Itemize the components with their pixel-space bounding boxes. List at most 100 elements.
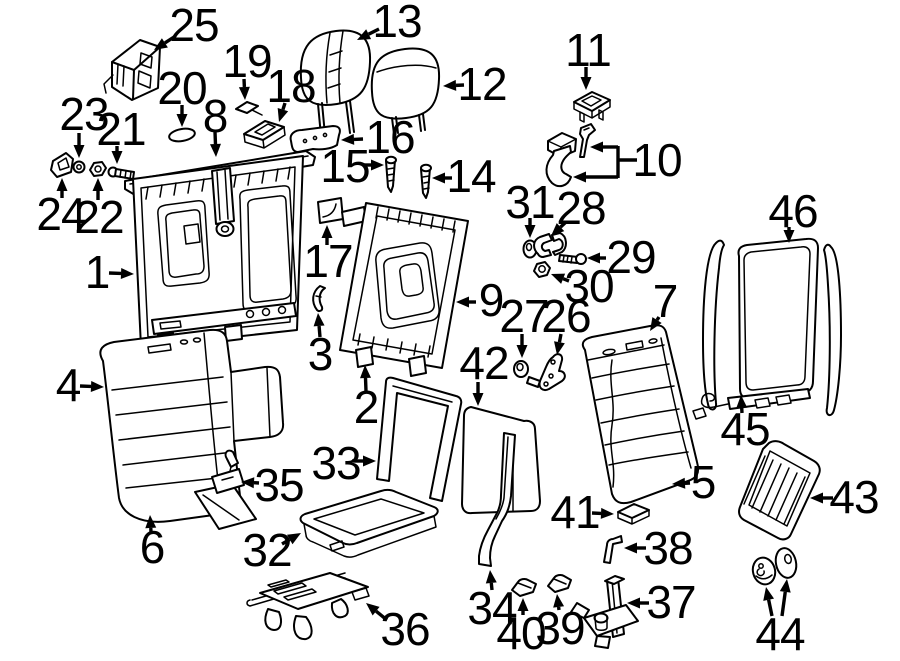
callout-41: 41: [550, 486, 600, 538]
callout-25-arrow-line: [163, 35, 175, 45]
callout-33: 33: [311, 437, 361, 489]
callout-23-arrowhead: [73, 145, 85, 158]
callout-13: 13: [372, 0, 422, 47]
callout-30: 30: [564, 260, 614, 312]
callout-24: 24: [36, 188, 86, 240]
part-18-bracket: [243, 120, 286, 149]
callout-36: 36: [380, 603, 430, 655]
part-7-seat-back-cushion: [581, 324, 700, 505]
callout-37: 37: [646, 576, 696, 628]
callout-23: 23: [59, 88, 109, 140]
part-33-trim-frame: [376, 376, 463, 502]
part-22-nut: [89, 161, 107, 177]
part-25-housing: [103, 39, 161, 101]
callout-45-arrowhead: [736, 395, 748, 409]
callout-29: 29: [606, 231, 656, 283]
callout-19: 19: [222, 35, 272, 87]
callout-11: 11: [565, 24, 612, 76]
callout-32-arrowhead: [286, 533, 301, 545]
callout-2: 2: [353, 381, 380, 433]
callout-36-arrowhead: [366, 603, 380, 616]
callout-32-arrow-line: [281, 538, 291, 546]
callout-28: 28: [556, 182, 606, 234]
callout-7-arrowhead: [650, 317, 662, 331]
callout-6: 6: [139, 521, 166, 573]
callout-40: 40: [496, 607, 546, 659]
part-10-latch-set: [545, 123, 596, 188]
part-19-clip: [235, 101, 263, 116]
callout-8: 8: [202, 90, 229, 142]
callout-5: 5: [690, 456, 717, 508]
callout-18-arrow-line: [281, 102, 287, 111]
part-14-screw: [420, 163, 432, 199]
part-12-headrest: [370, 47, 441, 135]
callout-4: 4: [55, 359, 82, 411]
part-16-support: [289, 125, 341, 153]
callout-18-arrowhead: [277, 107, 289, 122]
part-21-bolt: [107, 166, 135, 180]
part-9-seat-back-frame: [339, 202, 469, 377]
callout-29-arrowhead: [587, 252, 600, 264]
callout-35: 35: [254, 459, 304, 511]
callout-20: 20: [157, 62, 207, 114]
callout-41-arrowhead: [600, 507, 614, 519]
callout-38: 38: [643, 522, 693, 574]
part-20-pad: [168, 127, 196, 143]
callout-26: 26: [541, 290, 591, 342]
callout-4-arrowhead: [90, 380, 104, 392]
callout-30-arrow-line: [562, 277, 570, 283]
callout-10-arrowhead: [573, 171, 586, 183]
callout-11-arrowhead: [580, 77, 592, 90]
part-26-latch-lever: [526, 353, 566, 391]
callout-26-arrowhead: [554, 341, 565, 355]
callout-12: 12: [457, 58, 507, 110]
callout-35-arrowhead: [241, 477, 255, 489]
callout-46: 46: [768, 185, 818, 237]
callout-22-arrowhead: [92, 178, 104, 191]
callout-15-arrowhead: [371, 159, 384, 171]
callout-44-arrowhead: [779, 579, 791, 593]
part-29-bolt: [558, 253, 587, 265]
callout-13-arrow-line: [367, 27, 380, 36]
callout-17-arrowhead: [321, 225, 333, 238]
part-44-speaker-clips: [751, 547, 798, 586]
callout-14: 14: [446, 150, 496, 202]
callout-44-arrow-line: [780, 591, 787, 617]
callout-16: 16: [365, 111, 415, 163]
part-38-bracket: [603, 535, 623, 564]
part-32-armrest: [299, 488, 439, 558]
part-3-clip: [312, 285, 326, 312]
part-34-belt-trim: [478, 432, 516, 567]
callout-19-arrowhead: [238, 86, 250, 100]
callout-30-arrowhead: [551, 273, 566, 284]
part-11-guide-sleeve: [573, 91, 611, 123]
callout-38-arrowhead: [624, 542, 637, 554]
callout-28-arrow-line: [559, 220, 568, 229]
part-24-clip: [50, 152, 74, 178]
callout-32: 32: [242, 524, 292, 576]
callout-31-arrowhead: [524, 225, 536, 238]
callout-25: 25: [169, 0, 219, 51]
callout-42: 42: [459, 337, 509, 389]
callout-16-arrowhead: [341, 133, 355, 145]
callout-10-arrowhead: [590, 141, 603, 153]
callout-10: 10: [632, 134, 682, 186]
callout-3: 3: [307, 328, 334, 380]
callout-42-arrowhead: [472, 393, 484, 406]
callout-7: 7: [652, 275, 679, 327]
callout-39-arrowhead: [553, 594, 565, 608]
callout-34-arrow-line: [489, 582, 494, 591]
callout-26-arrow-line: [557, 333, 563, 343]
callout-20-arrowhead: [176, 114, 188, 127]
part-40-clip: [511, 577, 537, 597]
part-23-washer: [72, 160, 86, 174]
callout-5-arrowhead: [672, 477, 686, 489]
callout-44-arrow-line: [766, 599, 774, 617]
part-27-grommet: [513, 360, 529, 378]
callout-25-arrowhead: [154, 38, 168, 50]
callout-27-arrowhead: [516, 345, 528, 358]
callout-21: 21: [96, 103, 146, 155]
callout-46-arrowhead: [783, 230, 795, 243]
